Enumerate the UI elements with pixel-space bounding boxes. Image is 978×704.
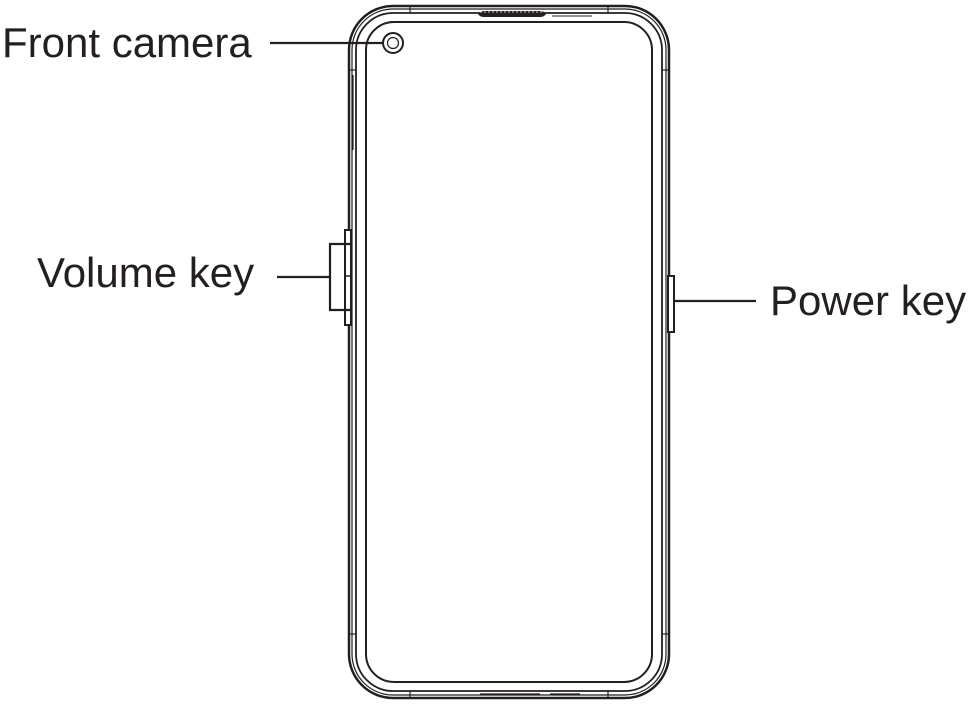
callout-lines — [270, 41, 756, 312]
front-camera-label: Front camera — [2, 19, 252, 66]
phone-body — [347, 4, 671, 700]
power-key — [667, 275, 675, 333]
volume-key-label: Volume key — [37, 249, 255, 296]
power-key-label: Power key — [770, 277, 967, 324]
volume-key — [344, 229, 352, 326]
phone-outer-frame — [347, 4, 671, 700]
phone-screen — [365, 21, 653, 683]
phone-frame-inner-edge — [351, 8, 667, 696]
front-camera-icon — [382, 32, 404, 54]
speaker-grille-icon — [478, 11, 592, 17]
phone-glass-edge — [355, 12, 663, 692]
